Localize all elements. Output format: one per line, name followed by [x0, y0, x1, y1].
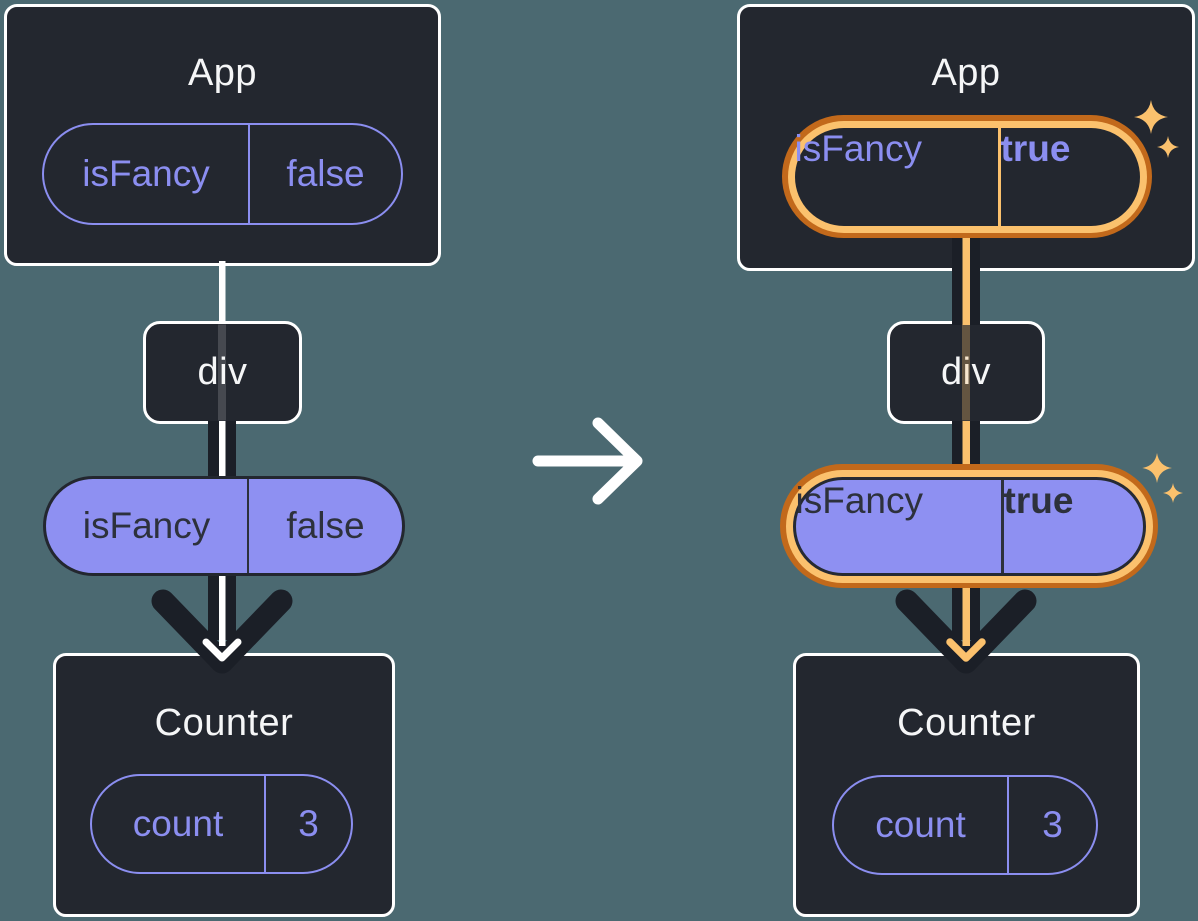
left-app-card	[4, 4, 441, 266]
left-div-label: div	[143, 321, 302, 424]
left-prop-line-upper	[219, 421, 226, 479]
right-state-arrowhead-orange	[946, 638, 986, 662]
right-prop-line-lower	[962, 574, 970, 646]
right-app-title: App	[931, 51, 1001, 94]
left-div-node	[143, 321, 302, 424]
left-app-title: App	[187, 51, 258, 94]
left-prop-line-lower	[219, 574, 226, 646]
right-prop-line-upper	[962, 421, 970, 479]
right-state-arrowhead-dark	[895, 589, 1037, 674]
right-line-through-div	[962, 324, 970, 421]
right-arrow-icon	[532, 417, 643, 505]
left-state-arrowhead-dark	[151, 589, 293, 674]
left-line-through-div	[218, 324, 226, 421]
right-div-label: div	[887, 321, 1045, 424]
left-counter-title: Counter	[154, 701, 294, 744]
right-prop-line-top	[962, 236, 970, 325]
left-tree-line-app-div	[219, 261, 226, 324]
left-state-arrowhead-white	[202, 638, 242, 662]
right-counter-title: Counter	[897, 701, 1036, 744]
